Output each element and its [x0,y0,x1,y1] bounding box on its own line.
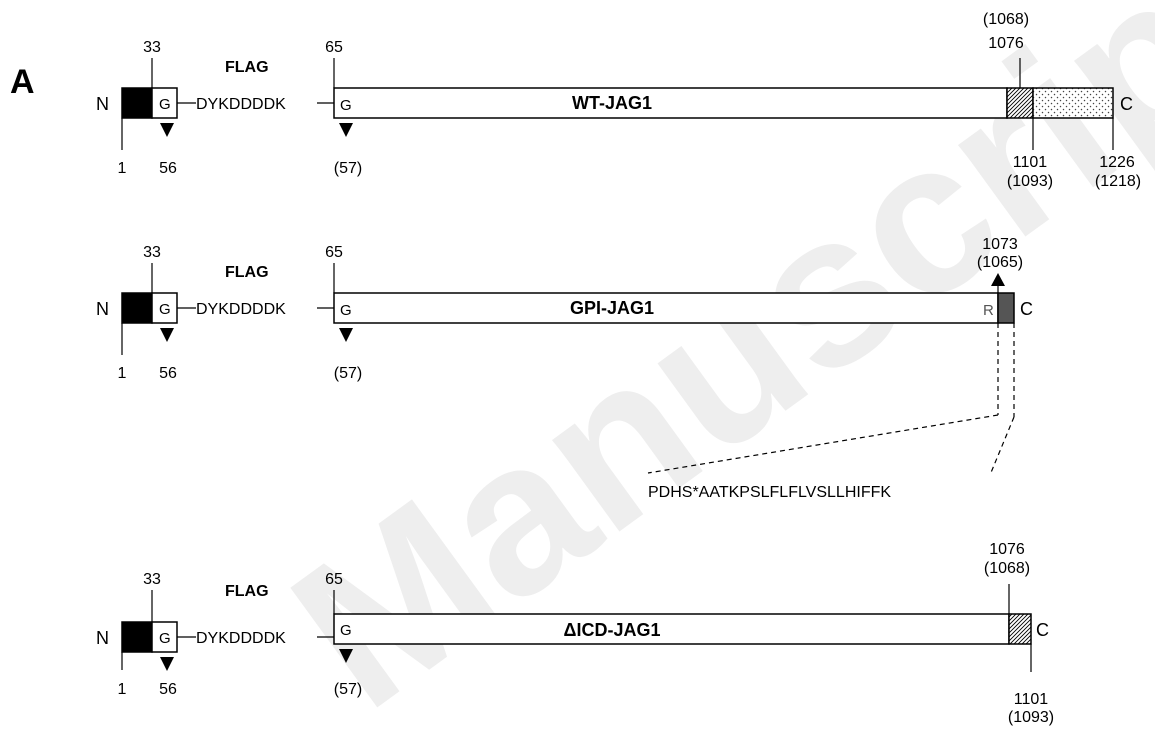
gpi-anchor-box [997,292,1015,324]
extracellular-domain-box [333,87,1008,119]
g-residue-box [151,621,178,653]
signal-peptide-box [121,87,153,119]
c-terminus-label: C [1120,94,1133,114]
construct-delta-icd-jag1: N G DYKDDDDK FLAG G ΔICD-JAG1 C 33 65 1 … [96,541,1054,726]
n-terminus-label: N [96,94,109,114]
construct-name: WT-JAG1 [572,93,652,113]
position-57: (57) [334,681,362,698]
position-56: 56 [159,160,177,177]
construct-gpi-jag1: N G DYKDDDDK FLAG R G GPI-JAG1 C 33 65 1… [96,236,1033,501]
n-terminus-label: N [96,299,109,319]
position-1: 1 [118,160,127,177]
tm-start: 1076 [988,35,1024,52]
construct-name: GPI-JAG1 [570,298,654,318]
flag-label: FLAG [225,264,269,281]
construct-wt-jag1: N G DYKDDDDK FLAG G WT-JAG1 C 33 65 1 56… [96,11,1141,190]
extracellular-domain-box [333,292,999,324]
position-33: 33 [143,244,161,261]
flag-label: FLAG [225,583,269,600]
gpi-site-position: 1073 [982,236,1018,253]
cleavage-arrow-1 [160,657,174,671]
position-56: 56 [159,365,177,382]
tm-start: 1076 [989,541,1025,558]
position-33: 33 [143,571,161,588]
signal-peptide-box [121,292,153,324]
tm-end-paren: (1093) [1007,173,1053,190]
position-65: 65 [325,571,343,588]
transmembrane-domain-box [1008,613,1032,645]
tm-end: 1101 [1014,691,1049,708]
cleavage-arrow-2 [339,123,353,137]
position-1: 1 [118,365,127,382]
gpi-signal-sequence: PDHS*AATKPSLFLFLVSLLHIFFK [648,484,891,501]
tm-start-paren: (1068) [984,560,1030,577]
position-65: 65 [325,39,343,56]
position-33: 33 [143,39,161,56]
c-end-paren: (1218) [1095,173,1141,190]
position-1: 1 [118,681,127,698]
panel-label: A [10,63,35,101]
gpi-site-position-paren: (1065) [977,254,1023,271]
construct-name: ΔICD-JAG1 [564,620,661,640]
position-65: 65 [325,244,343,261]
position-57: (57) [334,160,362,177]
cleavage-arrow-2 [339,649,353,663]
cleavage-arrow-2 [339,328,353,342]
cleavage-arrow-1 [160,328,174,342]
tm-start-paren: (1068) [983,11,1029,28]
n-terminus-label: N [96,628,109,648]
g-residue-label-2: G [340,622,352,639]
tm-end: 1101 [1013,154,1048,171]
g-residue-label-2: G [340,97,352,114]
g-residue-label-2: G [340,302,352,319]
transmembrane-domain-box [1006,87,1034,119]
g-residue-label: G [159,630,171,647]
flag-sequence: DYKDDDDK [196,96,286,113]
c-terminus-label: C [1020,299,1033,319]
zoom-line-right [989,416,1015,476]
c-terminus-label: C [1036,620,1049,640]
g-residue-label: G [159,96,171,113]
flag-label: FLAG [225,59,269,76]
position-57: (57) [334,365,362,382]
c-end: 1226 [1099,154,1135,171]
extracellular-domain-box [333,613,1010,645]
flag-sequence: DYKDDDDK [196,630,286,647]
intracellular-domain-box [1032,87,1114,119]
position-56: 56 [159,681,177,698]
cleavage-arrow-1 [160,123,174,137]
gpi-site-arrow [991,273,1005,286]
flag-sequence: DYKDDDDK [196,301,286,318]
signal-peptide-box [121,621,153,653]
g-residue-label: G [159,301,171,318]
tm-end-paren: (1093) [1008,709,1054,726]
r-residue-label: R [983,302,994,319]
